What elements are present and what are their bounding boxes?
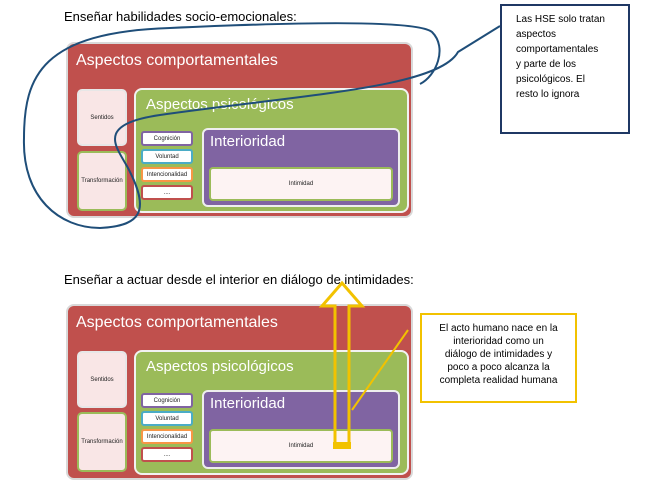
section2-chip-cognicion: Cognición: [141, 393, 193, 408]
section1-chip-voluntad: Voluntad: [141, 149, 193, 164]
callout-human-act-line-1: El acto humano nace en la: [439, 323, 558, 334]
callout-human-act-line-2: interioridad como un: [453, 336, 544, 347]
callout-hse-line-5: psicológicos. El: [516, 74, 585, 85]
upward-arrow: [318, 280, 366, 448]
callout-human-act-line-4: poco a poco alcanza la: [447, 362, 550, 373]
section2-chip-voluntad: Voluntad: [141, 411, 193, 426]
section2-heading: Enseñar a actuar desde el interior en di…: [64, 272, 414, 287]
section1-interiority-box: Interioridad Intimidad: [202, 128, 400, 207]
section2-chip-ellipsis: ....: [141, 447, 193, 462]
section1-psychological-title: Aspectos psicológicos: [146, 96, 294, 113]
section2-chip-intencionalidad: Intencionalidad: [141, 429, 193, 444]
section1-behavioral-box: Aspectos comportamentales Sentidos Trans…: [66, 42, 413, 218]
callout-hse-line-1: Las HSE solo tratan: [516, 14, 605, 25]
callout-human-act-note: El acto humano nace en la interioridad c…: [420, 313, 577, 403]
section1-chip-cognicion: Cognición: [141, 131, 193, 146]
section1-intimidad-box: Intimidad: [209, 167, 393, 201]
section2-sentidos-box: Sentidos: [77, 351, 127, 408]
section1-heading: Enseñar habilidades socio-emocionales:: [64, 9, 297, 24]
section2-interiority-box: Interioridad Intimidad: [202, 390, 400, 469]
section2-intimidad-box: Intimidad: [209, 429, 393, 463]
section2-psychological-box: Aspectos psicológicos Cognición Voluntad…: [134, 350, 409, 475]
section1-chip-intencionalidad: Intencionalidad: [141, 167, 193, 182]
section2-transformacion-box: Transformación: [77, 412, 127, 472]
lasso-loop: [22, 22, 501, 230]
section1-chip-ellipsis: ....: [141, 185, 193, 200]
callout-hse-note: Las HSE solo tratan aspectos comportamen…: [500, 4, 630, 134]
callout-hse-line-6: resto lo ignora: [516, 89, 580, 100]
section2-interiority-title: Interioridad: [210, 395, 286, 412]
callout-pointer-line: [351, 329, 409, 411]
section2-behavioral-title: Aspectos comportamentales: [76, 314, 278, 331]
callout-human-act-line-5: completa realidad humana: [439, 375, 558, 386]
section1-transformacion-box: Transformación: [77, 151, 127, 211]
section1-sentidos-box: Sentidos: [77, 89, 127, 146]
callout-hse-line-2: aspectos: [516, 29, 557, 40]
callout-human-act-line-3: diálogo de intimidades y: [444, 349, 553, 360]
callout-hse-line-4: y parte de los: [516, 59, 577, 70]
section1-interiority-title: Interioridad: [210, 133, 286, 150]
section2-behavioral-box: Aspectos comportamentales Sentidos Trans…: [66, 304, 413, 480]
section2-psychological-title: Aspectos psicológicos: [146, 358, 294, 375]
callout-hse-line-3: comportamentales: [516, 44, 599, 55]
arrow-base: [333, 442, 351, 449]
section1-psychological-box: Aspectos psicológicos Cognición Voluntad…: [134, 88, 409, 213]
section1-behavioral-title: Aspectos comportamentales: [76, 52, 278, 69]
